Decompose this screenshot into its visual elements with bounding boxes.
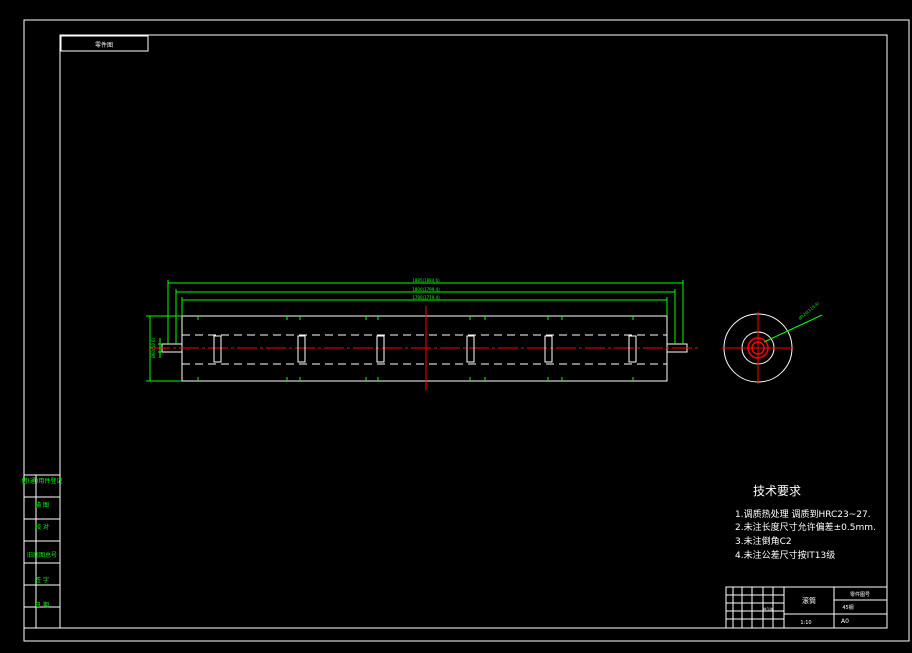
slot-4 [466, 335, 475, 363]
inner-frame [59, 34, 888, 629]
tech-item-4: 4.未注公差尺寸按IT13级 [735, 549, 835, 561]
dim-mid: 1800(1799.4) [412, 287, 440, 292]
roller-end-view: Ø120(119.4) [722, 300, 823, 384]
radial-leader [763, 314, 823, 343]
slot-2 [297, 335, 306, 363]
slot-5 [544, 335, 553, 363]
dim-left: Ø60(59.6) [151, 337, 156, 358]
title-tab: 零件图 [60, 35, 149, 52]
tb-part-name: 滚筒 [802, 596, 816, 605]
slot-1 [213, 335, 222, 363]
side-cell-0: 借(通)用件登记 [22, 477, 63, 485]
slot-6 [628, 335, 637, 363]
tb-material: 45钢 [842, 604, 853, 611]
tb-drawing-no: 零件图号 [850, 591, 870, 598]
side-cell-2: 校 对 [35, 523, 49, 531]
tech-item-1: 1.调质热处理 调质到HRC23~27. [735, 508, 871, 520]
dimensions [146, 280, 684, 382]
side-cell-5: 日 期 [35, 601, 49, 609]
roller-front-view [150, 306, 700, 390]
tb-scale: 1:10 [800, 620, 811, 626]
title-block [725, 586, 888, 629]
side-cell-4: 签 字 [35, 576, 49, 584]
slot-3 [376, 335, 385, 363]
title-tab-text: 零件图 [95, 41, 113, 49]
tb-sheet: 共1张 [763, 606, 774, 612]
dim-body: 1780(1779.4) [412, 295, 440, 300]
side-cell-1: 描 图 [35, 501, 49, 509]
tb-size: A0 [841, 618, 849, 625]
side-cell-3: 旧底图总号 [27, 551, 57, 559]
tech-item-3: 3.未注倒角C2 [735, 535, 792, 547]
tech-requirements: 技术要求 1.调质热处理 调质到HRC23~27. 2.未注长度尺寸允许偏差±0… [735, 484, 876, 561]
tech-item-2: 2.未注长度尺寸允许偏差±0.5mm. [735, 521, 876, 533]
tech-heading: 技术要求 [753, 484, 801, 498]
dim-overall: 1885(1884.6) [412, 278, 440, 283]
side-table: 借(通)用件登记 描 图 校 对 旧底图总号 签 字 日 期 [22, 474, 63, 629]
tick-marks [197, 316, 634, 381]
outer-frame [23, 19, 910, 642]
